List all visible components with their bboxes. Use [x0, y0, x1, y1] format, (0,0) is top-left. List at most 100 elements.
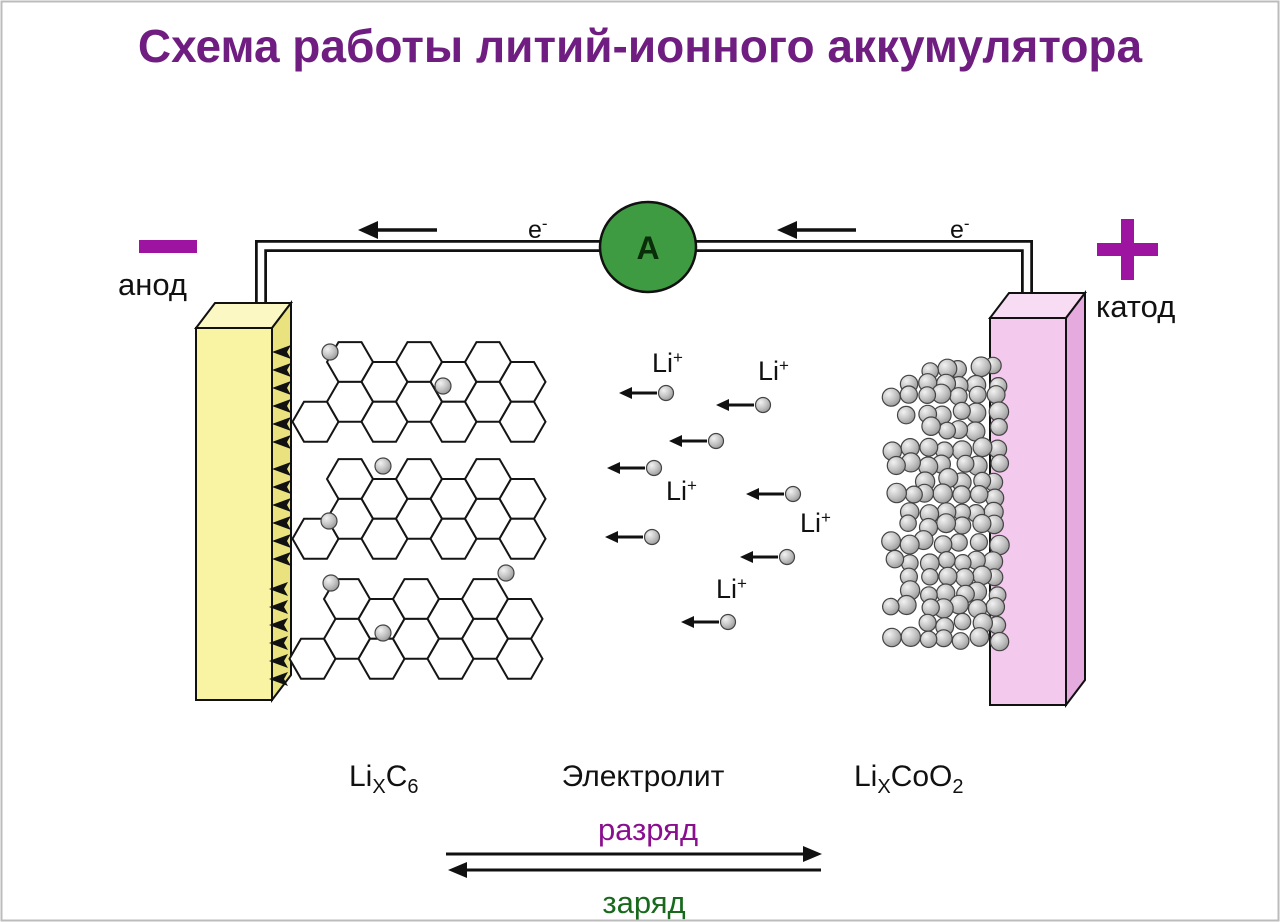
cathode-particle — [919, 630, 938, 649]
li-ion — [716, 396, 772, 414]
cathode-particle — [989, 631, 1010, 652]
cathode-particle — [956, 454, 975, 473]
li-ion-label: Li+ — [716, 574, 747, 604]
electrolyte-ions: Li+Li+Li+Li+Li+ — [605, 348, 831, 631]
charge-label: заряд — [602, 885, 685, 920]
cathode-particle — [896, 594, 917, 616]
ion-circle — [784, 485, 802, 503]
cathode-particle — [896, 405, 916, 425]
discharge-label: разряд — [598, 812, 698, 847]
cathode-particle — [952, 485, 971, 504]
cathode-particle — [969, 484, 989, 504]
cathode-particle — [886, 482, 907, 504]
cathode-particle — [918, 613, 937, 632]
cathode-particle — [918, 386, 937, 405]
intercalation-arrow — [272, 498, 291, 512]
cathode-particle — [899, 385, 919, 404]
ion-circle — [643, 528, 661, 546]
lithium-atom — [322, 574, 340, 592]
intercalation-arrow — [269, 600, 288, 614]
discharge-arrow — [446, 846, 822, 862]
ion-arrow-head — [746, 488, 759, 500]
intercalation-arrow — [272, 462, 291, 476]
cathode-particle — [881, 597, 900, 616]
intercalation-arrow — [272, 399, 291, 413]
li-ion — [607, 459, 663, 477]
cathode-particle — [968, 385, 987, 404]
li-ion — [746, 485, 802, 503]
electron-label-left: e- — [528, 214, 548, 244]
ion-circle — [754, 396, 772, 414]
intercalation-arrow — [272, 435, 291, 449]
cathode-formula: LiXCoO2 — [854, 760, 964, 798]
cathode-particle — [932, 483, 953, 504]
intercalation-arrow — [272, 363, 291, 377]
ion-arrow-head — [605, 531, 618, 543]
intercalation-arrow — [269, 654, 288, 668]
graphite-hexagon — [495, 637, 544, 680]
cathode-particle — [952, 401, 971, 420]
graphite-hexagon — [498, 517, 547, 560]
li-ion — [740, 548, 796, 566]
electron-arrow-left — [358, 221, 437, 239]
intercalation-arrow — [272, 534, 291, 548]
cathode-particle — [972, 513, 992, 534]
intercalation-arrow — [269, 672, 288, 686]
cathode-particle — [881, 531, 902, 552]
lithium-atom — [320, 512, 338, 530]
ammeter: A — [598, 200, 698, 294]
ion-arrow-head — [607, 462, 620, 474]
ion-circle — [719, 613, 737, 631]
cathode-particle — [949, 533, 968, 552]
intercalation-arrow — [269, 618, 288, 632]
cathode-particle — [969, 627, 990, 647]
ion-circle — [645, 459, 663, 477]
lithium-atom — [434, 377, 452, 395]
intercalation-arrow — [272, 381, 291, 395]
ion-arrow-head — [740, 551, 753, 563]
lithium-atom — [374, 457, 392, 475]
intercalation-arrow — [272, 516, 291, 530]
cathode-particle — [937, 551, 956, 569]
cathode-particle — [886, 455, 906, 476]
cathode-particle — [899, 534, 920, 555]
ion-circle — [778, 548, 796, 566]
anode-formula: LiXC6 — [349, 760, 419, 798]
lithium-atom — [497, 564, 515, 582]
cathode-particle — [933, 535, 953, 554]
cathode-particle — [934, 629, 953, 648]
electrolyte-label: Электролит — [562, 760, 725, 793]
cathode-particle — [938, 421, 956, 440]
circuit-wire — [255, 240, 1033, 326]
cathode-particle — [970, 356, 992, 378]
li-ion — [619, 384, 675, 402]
cathode-particle — [972, 437, 993, 458]
lithium-atom — [374, 624, 392, 642]
page-title: Схема работы литий-ионного аккумулятора — [138, 20, 1143, 72]
anode-label: анод — [118, 267, 187, 302]
cathode-particle — [989, 417, 1008, 436]
ion-arrow-head — [681, 616, 694, 628]
cathode-particle — [951, 632, 970, 650]
li-ion-label: Li+ — [652, 348, 683, 378]
li-ion-label: Li+ — [758, 356, 789, 386]
intercalation-arrow — [272, 552, 291, 566]
li-ion — [669, 432, 725, 450]
cathode-particle — [921, 416, 941, 436]
electron-arrow-right — [777, 221, 856, 239]
li-ion-label: Li+ — [800, 508, 831, 538]
electron-label-right: e- — [950, 214, 970, 244]
cathode-particle — [919, 437, 939, 457]
cathode-particle — [986, 385, 1006, 405]
cathode-particle — [936, 513, 957, 534]
cathode-particle — [953, 612, 972, 631]
ion-arrow-head — [716, 399, 729, 411]
intercalation-arrow — [269, 636, 288, 650]
cathode-particle — [990, 453, 1010, 473]
cathode-particle — [921, 598, 940, 617]
li-ion — [681, 613, 737, 631]
ion-circle — [707, 432, 725, 450]
cathode-particle-cluster — [881, 356, 1010, 652]
cathode-particle — [881, 387, 901, 407]
ammeter-label: A — [636, 230, 659, 266]
